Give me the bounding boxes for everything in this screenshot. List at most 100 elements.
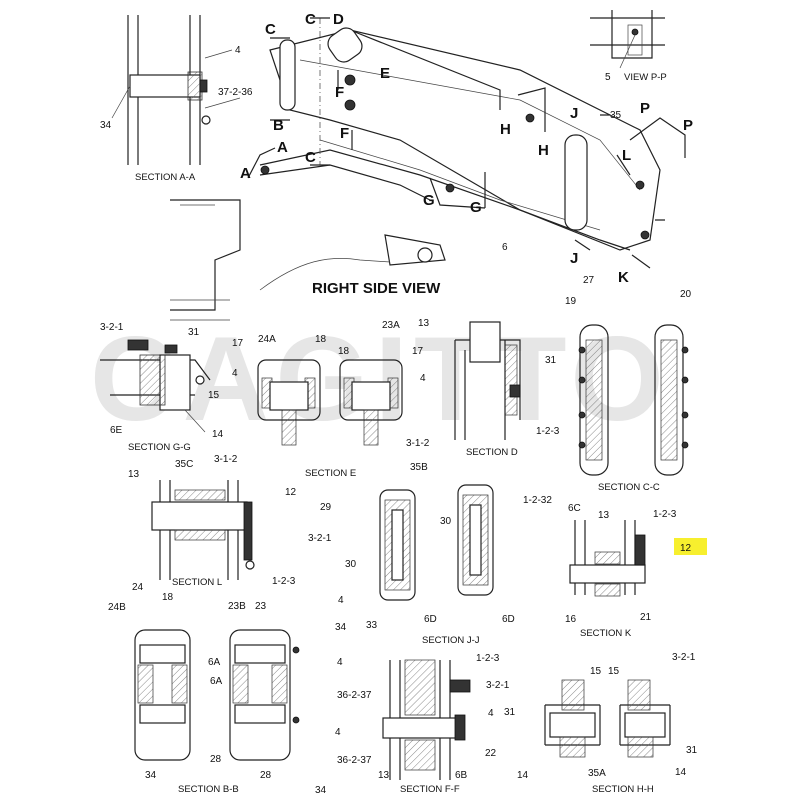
svg-text:16: 16 [565, 614, 577, 625]
svg-text:34: 34 [335, 622, 347, 633]
svg-text:27: 27 [583, 275, 595, 286]
svg-text:4: 4 [335, 727, 341, 738]
right-side-view: C C D E F B F C A A G G H H J J K L P P … [170, 11, 693, 321]
svg-text:13: 13 [598, 510, 610, 521]
section-cc: 19 20 SECTION C-C [565, 289, 692, 493]
svg-text:15: 15 [590, 666, 602, 677]
svg-text:SECTION L: SECTION L [172, 577, 222, 588]
svg-text:12: 12 [285, 487, 297, 498]
section-hh: 15 15 3-2-1 3-2-1 31 31 14 35A 14 SECTIO… [486, 652, 698, 795]
svg-text:RIGHT SIDE VIEW: RIGHT SIDE VIEW [312, 280, 441, 297]
svg-text:3-2-1: 3-2-1 [486, 680, 510, 691]
svg-text:C: C [265, 21, 276, 38]
svg-text:5: 5 [605, 72, 611, 83]
svg-text:L: L [622, 147, 631, 164]
svg-text:21: 21 [640, 612, 652, 623]
svg-text:SECTION D: SECTION D [466, 447, 518, 458]
svg-text:SECTION K: SECTION K [580, 628, 632, 639]
svg-text:1-2-3: 1-2-3 [653, 509, 677, 520]
svg-text:23B: 23B [228, 601, 246, 612]
svg-text:24: 24 [132, 582, 144, 593]
svg-text:1-2-32: 1-2-32 [523, 495, 552, 506]
svg-text:3-2-1: 3-2-1 [308, 533, 332, 544]
svg-text:F: F [340, 125, 349, 142]
svg-text:F: F [335, 84, 344, 101]
section-gg: 3-2-1 31 15 6E 14 SECTION G-G [100, 322, 224, 453]
svg-text:14: 14 [212, 429, 224, 440]
svg-text:31: 31 [545, 355, 557, 366]
svg-text:H: H [538, 142, 549, 159]
svg-text:15: 15 [208, 390, 220, 401]
svg-text:36-2-37: 36-2-37 [337, 690, 372, 701]
svg-text:4: 4 [337, 657, 343, 668]
svg-text:35B: 35B [410, 462, 428, 473]
svg-text:28: 28 [210, 754, 222, 765]
section-jj: 35B 29 3-2-1 30 30 1-2-32 4 33 6D 6D SEC… [308, 462, 552, 646]
svg-text:3-2-1: 3-2-1 [672, 652, 696, 663]
svg-text:6B: 6B [455, 770, 468, 781]
svg-text:30: 30 [440, 516, 452, 527]
svg-text:A: A [277, 139, 288, 156]
svg-text:E: E [380, 65, 390, 82]
svg-text:3-1-2: 3-1-2 [406, 438, 430, 449]
svg-text:23A: 23A [382, 320, 400, 331]
svg-text:6C: 6C [568, 503, 581, 514]
svg-text:19: 19 [565, 296, 577, 307]
svg-text:20: 20 [680, 289, 692, 300]
svg-text:4: 4 [232, 368, 238, 379]
svg-text:H: H [500, 121, 511, 138]
svg-text:22: 22 [485, 748, 497, 759]
svg-text:1-2-3: 1-2-3 [476, 653, 500, 664]
svg-text:31: 31 [188, 327, 200, 338]
section-l: 13 35C 12 1-2-3 SECTION L [128, 459, 297, 588]
svg-text:1-2-3: 1-2-3 [536, 426, 560, 437]
svg-text:17: 17 [412, 346, 424, 357]
svg-text:SECTION A-A: SECTION A-A [135, 172, 196, 183]
svg-text:SECTION H-H: SECTION H-H [592, 784, 654, 795]
svg-text:34: 34 [315, 785, 327, 796]
svg-text:13: 13 [378, 770, 390, 781]
svg-text:35C: 35C [175, 459, 193, 470]
svg-text:SECTION J-J: SECTION J-J [422, 635, 480, 646]
svg-text:6D: 6D [424, 614, 437, 625]
svg-text:28: 28 [260, 770, 272, 781]
svg-text:14: 14 [517, 770, 529, 781]
svg-text:P: P [640, 100, 650, 117]
svg-text:24A: 24A [258, 334, 276, 345]
svg-text:18: 18 [338, 346, 350, 357]
section-bb: 24 18 24B 23B 23 34 4 6A 6A 36-2-37 4 36… [108, 582, 372, 796]
view-pp: 5 VIEW P-P [590, 10, 667, 83]
svg-text:6: 6 [502, 242, 508, 253]
svg-text:13: 13 [418, 318, 430, 329]
svg-text:34: 34 [100, 120, 112, 131]
section-k: 6C 13 1-2-3 12 16 21 SECTION K [565, 503, 707, 639]
svg-text:K: K [618, 269, 629, 286]
svg-text:18: 18 [315, 334, 327, 345]
section-ff: 1-2-3 4 22 13 6B SECTION F-F [378, 653, 500, 795]
svg-text:15: 15 [608, 666, 620, 677]
svg-text:35A: 35A [588, 768, 606, 779]
svg-text:4: 4 [235, 45, 241, 56]
svg-text:4: 4 [338, 595, 344, 606]
svg-text:4: 4 [420, 373, 426, 384]
svg-text:C: C [305, 11, 316, 28]
svg-text:36-2-37: 36-2-37 [337, 755, 372, 766]
svg-text:31: 31 [686, 745, 698, 756]
svg-text:37-2-36: 37-2-36 [218, 87, 253, 98]
svg-text:35: 35 [610, 110, 622, 121]
svg-text:30: 30 [345, 559, 357, 570]
section-d: 13 31 1-2-3 SECTION D [418, 318, 560, 458]
svg-text:C: C [305, 149, 316, 166]
svg-text:33: 33 [366, 620, 378, 631]
svg-text:1-2-3: 1-2-3 [272, 576, 296, 587]
svg-text:24B: 24B [108, 602, 126, 613]
svg-text:4: 4 [488, 708, 494, 719]
svg-text:6E: 6E [110, 425, 123, 436]
svg-text:SECTION C-C: SECTION C-C [598, 482, 660, 493]
svg-text:A: A [240, 165, 251, 182]
svg-text:J: J [570, 105, 578, 122]
highlight-marker [674, 538, 707, 555]
section-e: 17 24A 18 4 3-1-2 18 23A 17 4 3-1-2 SECT… [214, 320, 430, 479]
svg-text:G: G [470, 199, 482, 216]
